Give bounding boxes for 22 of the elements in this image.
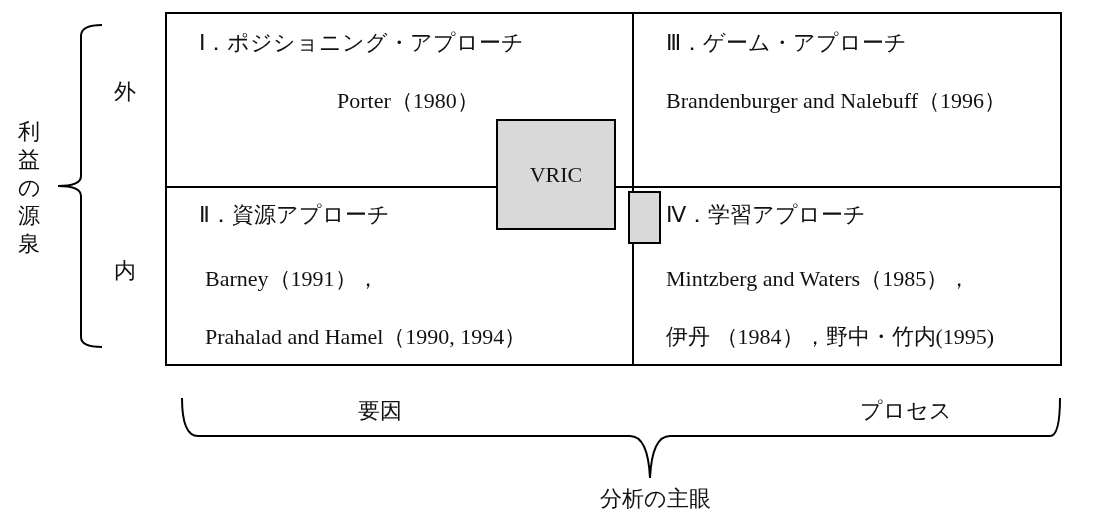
- vric-box: [496, 119, 616, 230]
- quadrant-cell: [632, 186, 1062, 366]
- quadrant-cell: [632, 12, 1062, 188]
- approach-heading: Ⅰ．ポジショニング・アプローチ: [199, 32, 524, 54]
- box-label: VRIC: [529, 161, 583, 188]
- axis-label: プロセス: [860, 400, 952, 422]
- quadrant-cell: [165, 186, 634, 366]
- reference-text: Brandenburger and Nalebuff（1996）: [666, 90, 1007, 112]
- reference-text: Mintzberg and Waters（1985），: [666, 268, 971, 290]
- axis-title: 分析の主眼: [600, 488, 711, 510]
- reference-text: Porter（1980）: [337, 90, 479, 112]
- axis-label: 利益の源泉: [18, 118, 40, 258]
- reference-text: Barney（1991），: [205, 268, 379, 290]
- approach-heading: Ⅲ．ゲーム・アプローチ: [666, 32, 907, 54]
- axis-label: 外: [114, 81, 136, 103]
- axis-label: 内: [114, 260, 136, 282]
- reference-text: 伊丹 （1984），野中・竹内(1995): [666, 326, 995, 348]
- small-box: [628, 191, 661, 244]
- approach-heading: Ⅱ．資源アプローチ: [199, 204, 390, 226]
- reference-text: Prahalad and Hamel（1990, 1994）: [205, 326, 527, 348]
- approach-heading: Ⅳ．学習アプローチ: [666, 204, 866, 226]
- axis-label: 要因: [358, 400, 402, 422]
